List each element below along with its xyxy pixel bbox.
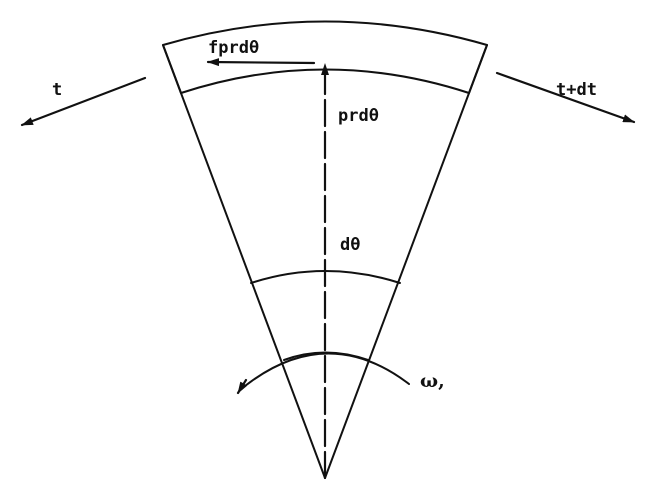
sector-left-edge — [162, 44, 326, 479]
diagram-labels: t t+dt fprdθ prdθ dθ ω, — [52, 38, 597, 392]
sector-wedge — [162, 44, 488, 479]
sector-right-edge — [324, 44, 488, 479]
label-friction-force: fprdθ — [208, 38, 259, 58]
belt-left-end — [162, 44, 182, 94]
label-tension-right: t+dt — [556, 80, 597, 100]
rotation-arc — [239, 352, 410, 391]
label-angle: dθ — [340, 235, 360, 255]
belt-right-end — [468, 44, 488, 94]
tension-left-arrow — [20, 76, 147, 127]
label-angular-velocity: ω, — [420, 370, 445, 392]
label-normal-force: prdθ — [338, 106, 379, 126]
rotation-arrow — [236, 378, 248, 395]
tension-right-arrow — [495, 71, 636, 124]
belt-outer-arc — [162, 20, 488, 46]
force-arrows — [20, 58, 636, 480]
label-tension-left: t — [52, 80, 62, 100]
friction-force-arrow — [206, 58, 316, 67]
